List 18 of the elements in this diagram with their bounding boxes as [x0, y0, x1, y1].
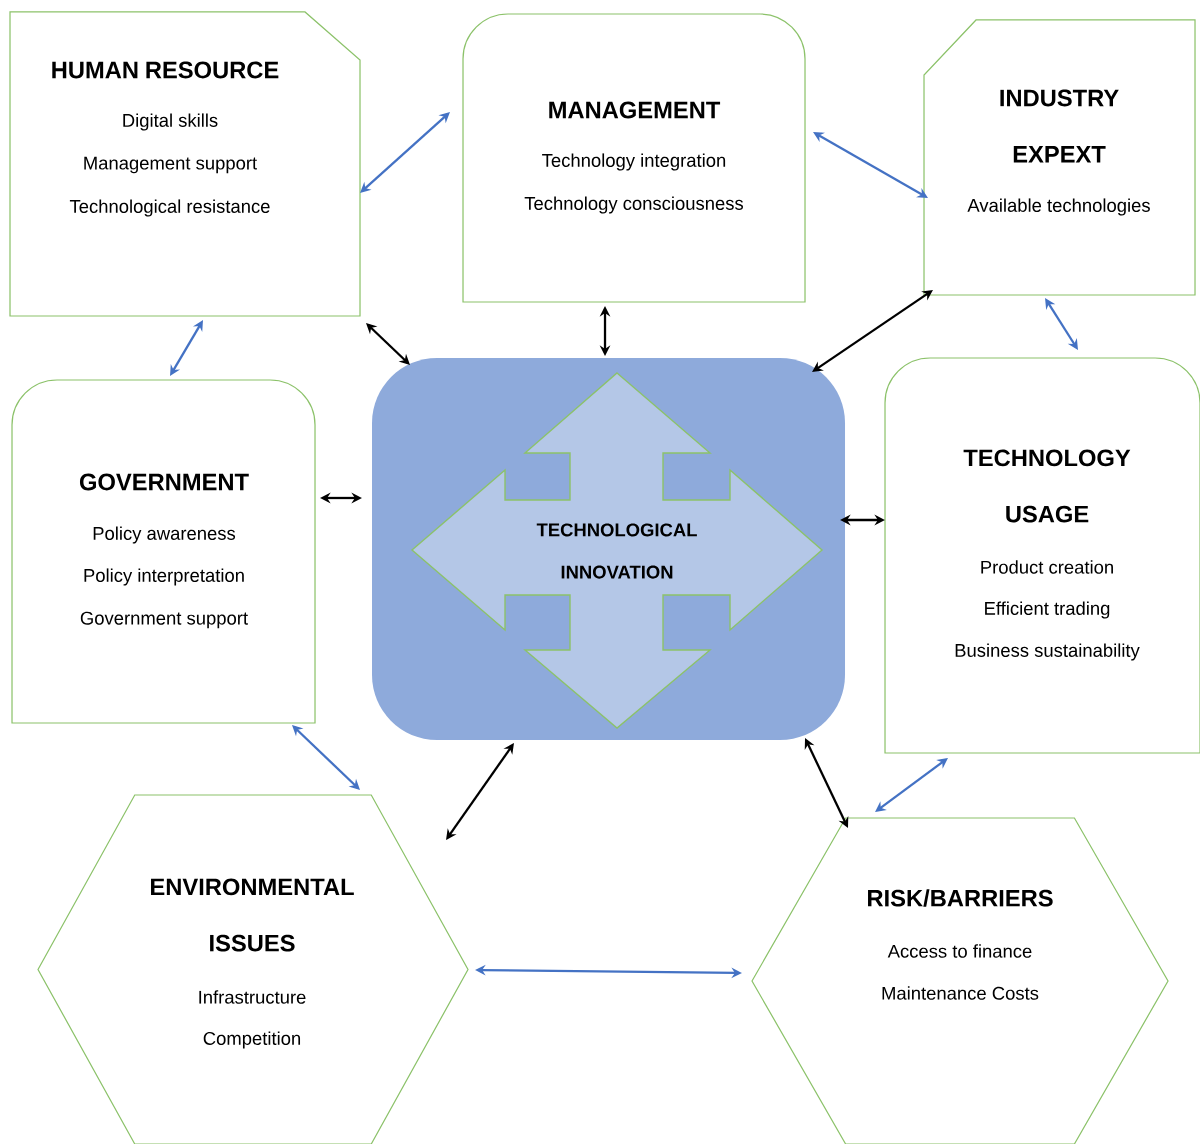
double-arrow [366, 323, 410, 365]
double-arrow [804, 738, 849, 828]
double-arrow [446, 743, 514, 840]
double-arrow [812, 290, 933, 372]
folded-corner-box: HUMAN RESOURCE Digital skills Management support Technological resistance [9, 11, 361, 317]
rounded-box: TECHNOLOGY USAGE Product creation Efficient trading Business sustainability [884, 357, 1200, 754]
double-arrow [1045, 298, 1078, 350]
rounded-box: MANAGEMENT Technology integration Technology consciousness [462, 13, 806, 303]
hexagon-box: ENVIRONMENTAL ISSUES Infrastructure Competition [37, 794, 469, 1144]
central-box: TECHNOLOGICAL INNOVATION [372, 358, 845, 740]
folded-corner-box: INDUSTRY EXPEXT Available technologies [923, 19, 1196, 296]
double-arrow [813, 132, 928, 198]
double-arrow [170, 320, 203, 376]
double-arrow [360, 112, 450, 193]
double-arrow [875, 758, 948, 812]
double-arrow [292, 725, 360, 790]
hexagon-box: RISK/BARRIERS Access to finance Maintenance Costs [751, 817, 1169, 1144]
rounded-box: GOVERNMENT Policy awareness Policy interpretation Government support [11, 379, 316, 724]
